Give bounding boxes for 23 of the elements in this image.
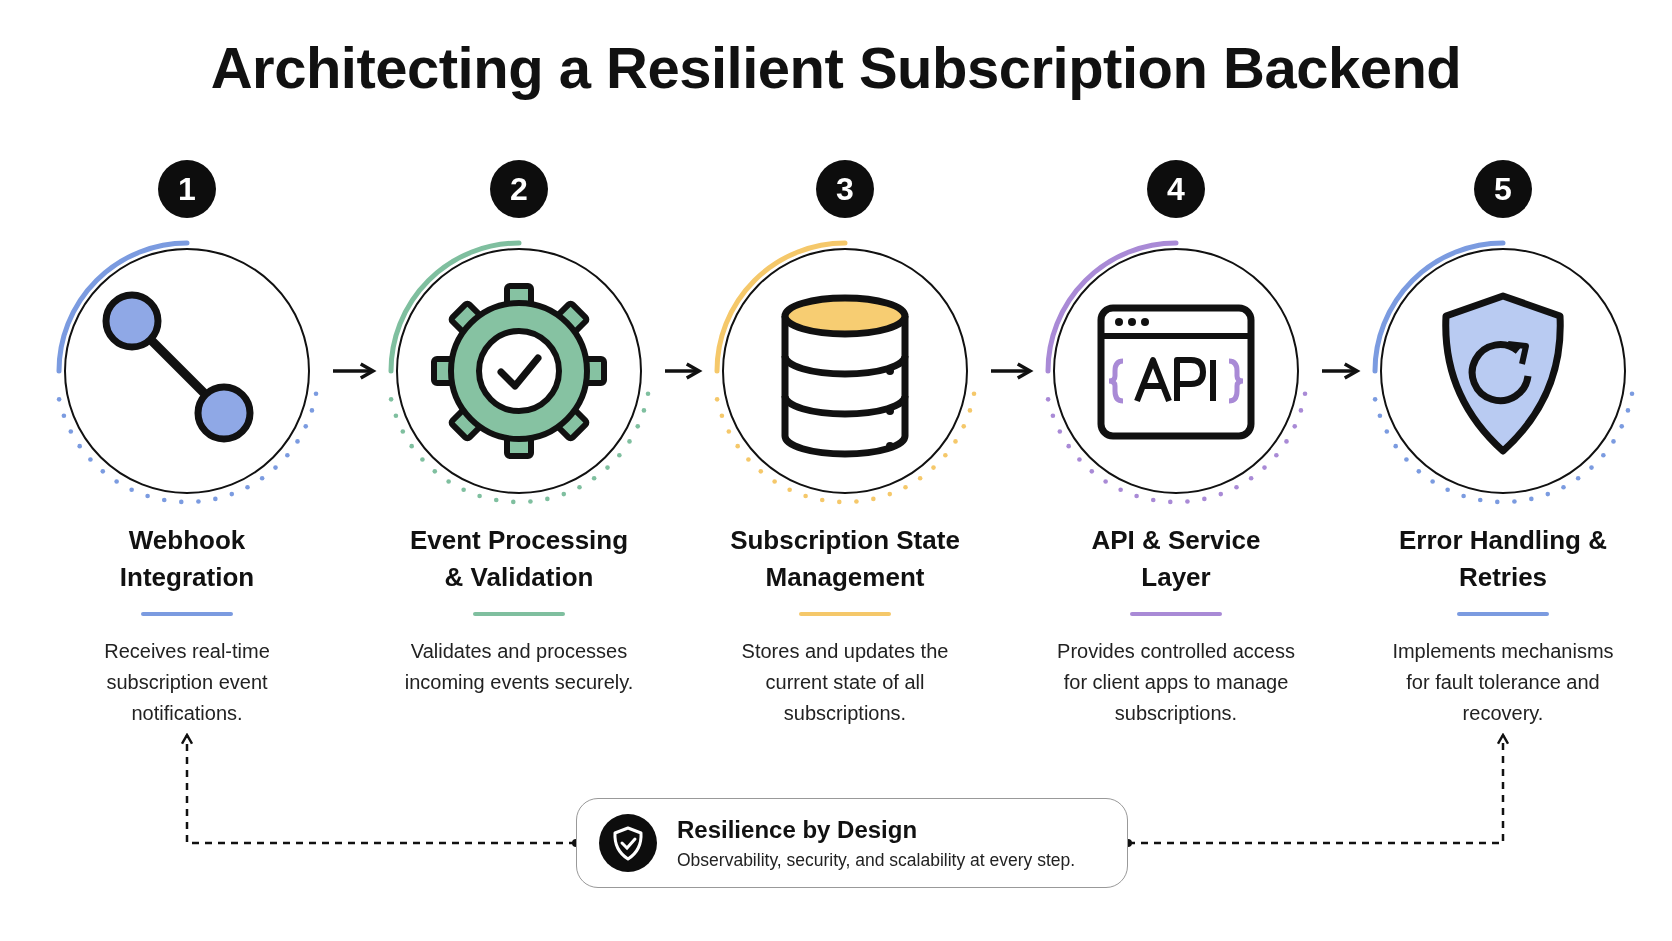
step-description: Provides controlled access for client apps to manage subscriptions. [1056, 639, 1296, 726]
step-title: Event Processing & Validation [408, 524, 630, 594]
box-subtitle: Observability, security, and scalability at every step. [677, 849, 1076, 871]
arrow [665, 362, 701, 380]
step-number: 2 [490, 160, 548, 218]
arrow [1322, 362, 1359, 380]
arrow [991, 362, 1032, 380]
step-number: 1 [158, 160, 216, 218]
step-number: 4 [1147, 160, 1205, 218]
step-description: Receives real-time subscription event notifications. [103, 639, 271, 726]
step-number: 5 [1474, 160, 1532, 218]
step-description: Implements mechanisms for fault tolerance and recovery. [1391, 639, 1615, 726]
step-description: Validates and processes incoming events securely. [403, 639, 635, 695]
step-title: Webhook Integration [118, 524, 256, 594]
box-title: Resilience by Design [677, 815, 919, 844]
step-number: 3 [816, 160, 874, 218]
step-title: API & Service Layer [1090, 524, 1262, 594]
step-description: Stores and updates the current state of all subscriptions. [740, 639, 950, 726]
title: Architecting a Resilient Subscription Backend [209, 34, 1463, 101]
info-box [576, 798, 1128, 888]
step-title: Error Handling & Retries [1398, 524, 1608, 594]
step-title: Subscription State Management [729, 524, 961, 594]
arrow [333, 362, 375, 380]
